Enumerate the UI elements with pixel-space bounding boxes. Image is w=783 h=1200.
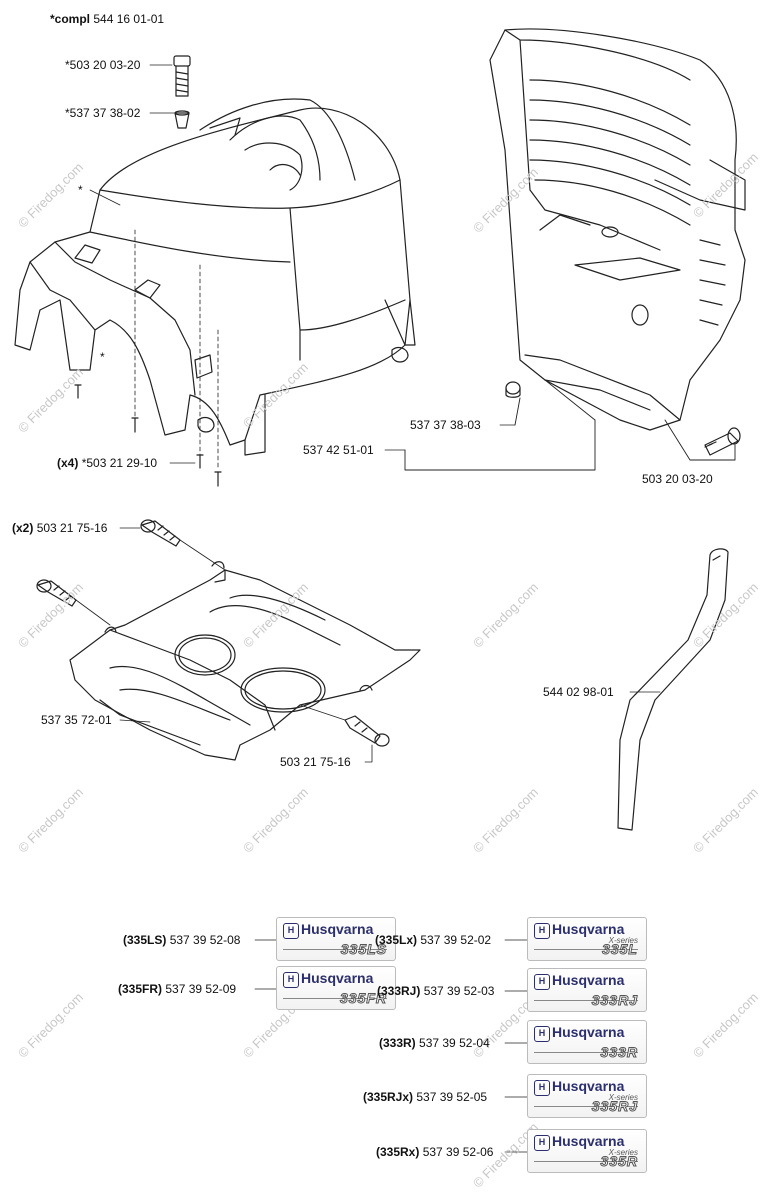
crest-icon: H (534, 1026, 550, 1042)
right-bolt-drawing (704, 427, 741, 456)
strip-drawing (617, 548, 729, 831)
star-marker: * (78, 183, 83, 197)
skid-bolts-drawing (36, 519, 390, 747)
skid-plate-drawing (69, 561, 421, 761)
small-screws-drawing (74, 384, 222, 487)
compl-label: *compl 544 16 01-01 (50, 12, 165, 26)
cover-label: 537 42 51-01 (303, 443, 374, 457)
bolt-top-label: *503 20 03-20 (65, 58, 141, 72)
strip-label: 544 02 98-01 (543, 685, 614, 699)
crest-icon: H (534, 923, 550, 939)
star-marker: * (100, 350, 105, 364)
cylinder-cover-drawing (489, 28, 746, 431)
skid-bolts-label: (x2) 503 21 75-16 (12, 521, 108, 535)
crest-icon: H (283, 923, 299, 939)
decal-label: (335Rx) 537 39 52-06 (376, 1145, 494, 1159)
right-bolt-label: 503 20 03-20 (642, 472, 713, 486)
decal-label: (335Lx) 537 39 52-02 (375, 933, 492, 947)
decal-label: (333RJ) 537 39 52-03 (377, 984, 495, 998)
decal-label: (335FR) 537 39 52-09 (118, 982, 237, 996)
plate-label: 537 35 72-01 (41, 713, 112, 727)
crest-icon: H (534, 974, 550, 990)
decal-label: (335LS) 537 39 52-08 (123, 933, 241, 947)
decal-label: (335RJx) 537 39 52-05 (363, 1090, 488, 1104)
grommet-drawing (505, 381, 521, 398)
top-bolt-drawing (173, 55, 191, 129)
grommet-label: 537 37 38-03 (410, 418, 481, 432)
crest-icon: H (283, 972, 299, 988)
crest-icon: H (534, 1135, 550, 1151)
engine-cover-drawing (14, 98, 416, 471)
washer-label: *537 37 38-02 (65, 106, 141, 120)
decal-label: (333R) 537 39 52-04 (379, 1036, 490, 1050)
crest-icon: H (534, 1080, 550, 1096)
screws-label: (x4) *503 21 29-10 (57, 456, 158, 470)
skid-bolt-bottom-label: 503 21 75-16 (280, 755, 351, 769)
